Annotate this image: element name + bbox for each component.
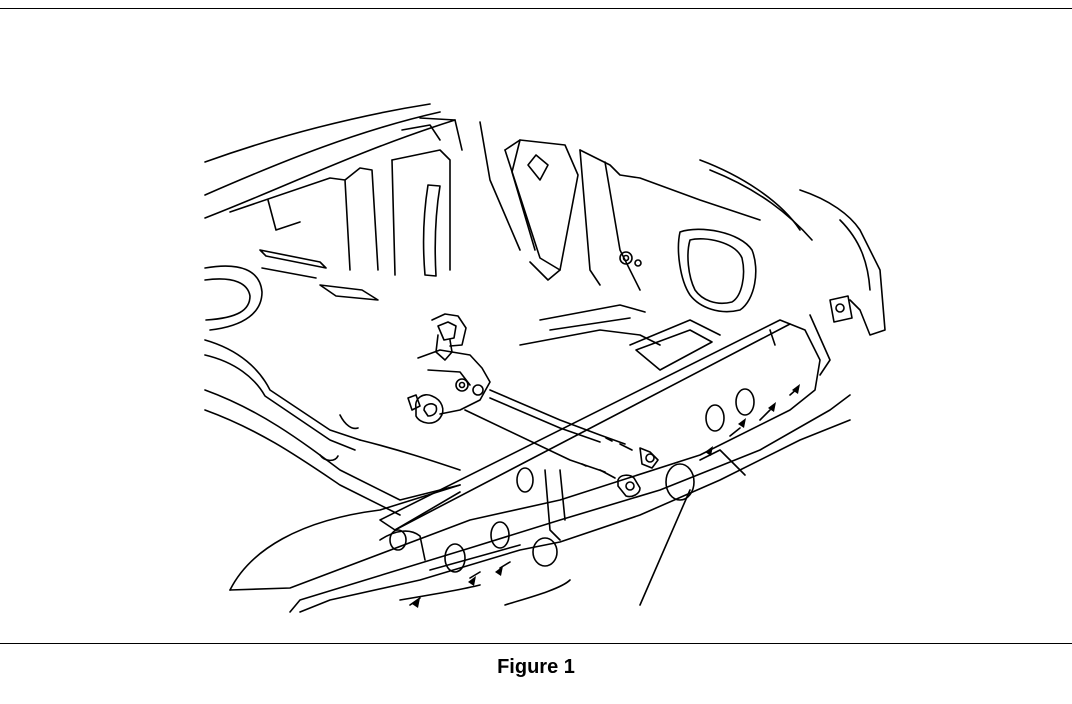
rear-body-panel: [229, 319, 851, 613]
right-wheelhouse: [579, 149, 886, 376]
rear-window-edge: [204, 103, 456, 219]
seam-markers: [412, 384, 800, 608]
left-inner-structure: [229, 117, 463, 277]
trunk-latch-assembly: [407, 313, 626, 473]
figure-caption: Figure 1: [497, 656, 575, 678]
figure-frame: [0, 8, 1072, 644]
center-strut: [479, 121, 579, 281]
trunk-floor: [204, 249, 721, 516]
latch-fasteners: [581, 437, 659, 498]
